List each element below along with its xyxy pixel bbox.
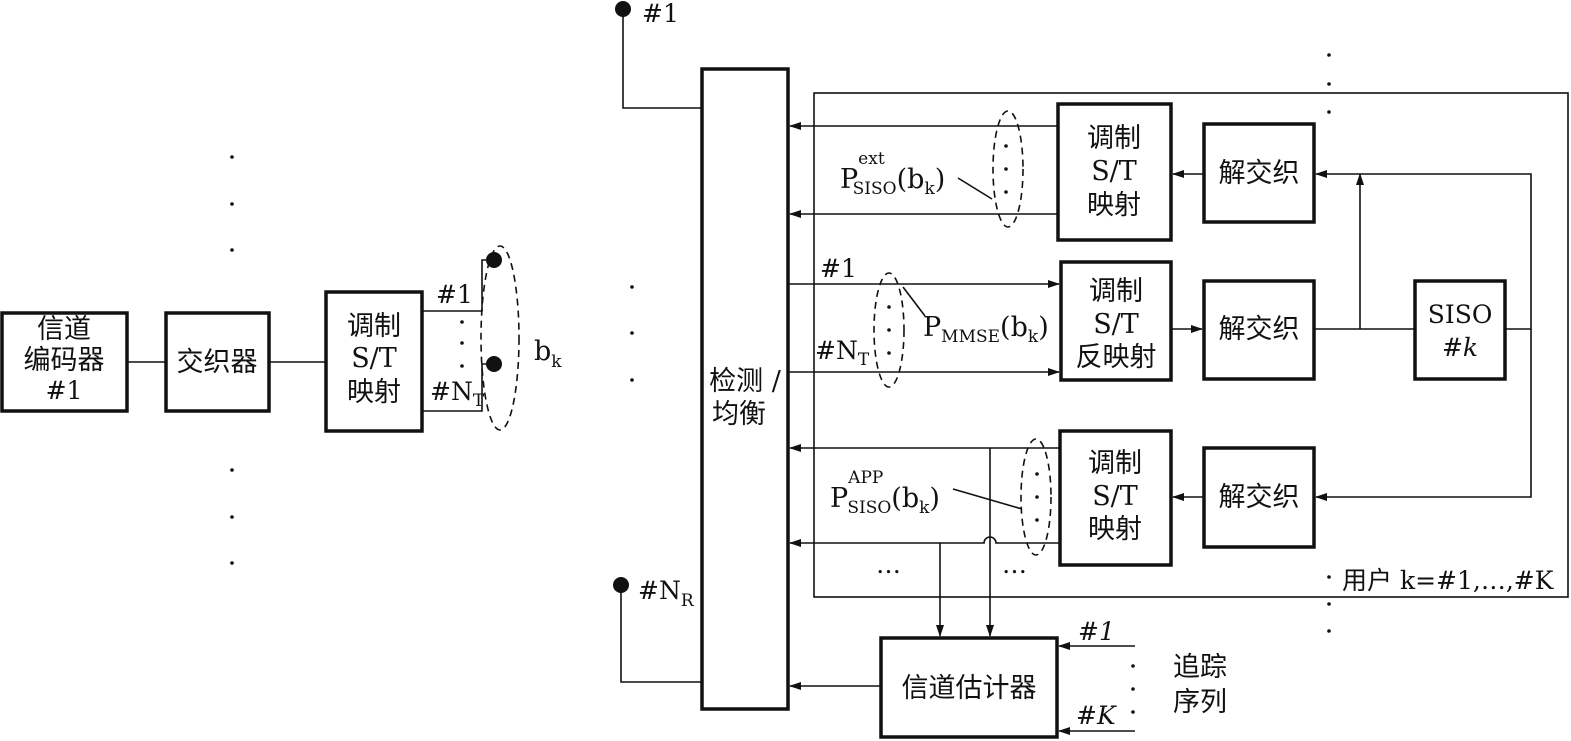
track-port-1: #1 xyxy=(1078,617,1115,646)
siso-feedback-top xyxy=(1315,170,1532,330)
siso-line-1: SISO xyxy=(1428,300,1493,329)
interleaver-label: 交织器 xyxy=(177,347,258,378)
mmse-leader xyxy=(902,286,926,317)
receiver: #1 #NR 检测 / 均衡 调制 S/T 映射 调制 S/T 反映射 调制 S… xyxy=(613,0,1569,739)
mmse-port-last: #NT xyxy=(815,336,870,370)
tx-antenna-last xyxy=(486,356,502,372)
track-label-line-1: 追踪 xyxy=(1173,652,1227,683)
user-frame xyxy=(813,92,1569,598)
deinterleaver-top-box xyxy=(1202,122,1316,224)
interleaver-box xyxy=(164,311,271,413)
mapper-top-line-2: S/T xyxy=(1091,156,1137,187)
detector-equalizer-box xyxy=(700,67,790,711)
tx-mapper-line-1: 调制 xyxy=(347,311,401,342)
app-leader xyxy=(952,488,1023,510)
track-dots xyxy=(1131,664,1135,714)
detector-line-1: 检测 / xyxy=(709,366,782,397)
deinterleaver-middle-box xyxy=(1202,279,1316,381)
app-group-ellipse xyxy=(1020,438,1052,556)
mapper-top-line-1: 调制 xyxy=(1087,123,1141,154)
track-label-line-2: 序列 xyxy=(1173,687,1227,718)
deinterleaver-top-label: 解交织 xyxy=(1219,158,1300,189)
mapper-top-line-3: 映射 xyxy=(1087,190,1141,221)
channel-estimator-label: 信道估计器 xyxy=(902,673,1037,704)
rx-antenna-dots xyxy=(630,285,634,382)
channel-encoder-line-1: 信道 xyxy=(37,314,91,345)
rx-line-last xyxy=(620,585,702,683)
deinterleaver-bottom-label: 解交织 xyxy=(1219,482,1300,513)
ext-leader xyxy=(957,177,993,200)
arrow-app-last xyxy=(789,536,1060,547)
tx-mapper-line-2: S/T xyxy=(351,343,397,374)
demapper-line-3: 反映射 xyxy=(1076,342,1157,373)
channel-encoder-line-3: #1 xyxy=(46,376,83,405)
transmitter: 信道 编码器 #1 交织器 调制 S/T 映射 #1 #NT bk xyxy=(0,155,562,565)
mmse-port-1: #1 xyxy=(820,254,857,283)
tx-mapper-line-3: 映射 xyxy=(347,377,401,408)
user-label: 用户 k=#1,…,#K xyxy=(1342,566,1555,595)
channel-encoder-box xyxy=(0,311,129,413)
ellipsis-right: … xyxy=(1002,550,1027,579)
rx-port-1: #1 xyxy=(642,0,679,28)
mapper-top-box xyxy=(1056,102,1173,242)
user-dots-left xyxy=(230,155,234,565)
rx-port-last: #NR xyxy=(638,576,695,611)
bk-label: bk xyxy=(534,336,562,372)
track-port-last: #K xyxy=(1076,701,1117,730)
user-dots-right xyxy=(1327,53,1331,633)
channel-encoder-line-2: 编码器 xyxy=(24,345,105,376)
siso-feedback-bottom xyxy=(1315,329,1532,501)
tx-port-last: #NT xyxy=(430,377,485,411)
tx-mapper-box xyxy=(324,290,424,433)
detector-line-2: 均衡 xyxy=(712,399,766,430)
demapper-line-1: 调制 xyxy=(1089,276,1143,307)
siso-box xyxy=(1413,279,1507,381)
mapper-bottom-line-1: 调制 xyxy=(1088,448,1142,479)
ellipsis-left: … xyxy=(876,550,901,579)
tx-antenna-1 xyxy=(486,252,502,268)
deinterleaver-middle-label: 解交织 xyxy=(1219,314,1300,345)
tx-port-1: #1 xyxy=(436,280,473,309)
rx-line-1 xyxy=(622,9,702,109)
mapper-bottom-box xyxy=(1058,429,1173,567)
demapper-line-2: S/T xyxy=(1093,309,1139,340)
deinterleaver-bottom-box xyxy=(1202,446,1316,549)
mapper-bottom-line-3: 映射 xyxy=(1088,514,1142,545)
mapper-bottom-line-2: S/T xyxy=(1092,481,1138,512)
p-mmse-label: PMMSE(bk) xyxy=(923,312,1049,347)
channel-estimator-box xyxy=(879,636,1059,739)
demapper-box xyxy=(1059,260,1173,382)
siso-line-2: #k xyxy=(1442,333,1478,362)
mmse-group-ellipse xyxy=(873,272,905,388)
tx-antenna-group-ellipse xyxy=(480,245,520,431)
ext-group-ellipse xyxy=(992,110,1024,228)
